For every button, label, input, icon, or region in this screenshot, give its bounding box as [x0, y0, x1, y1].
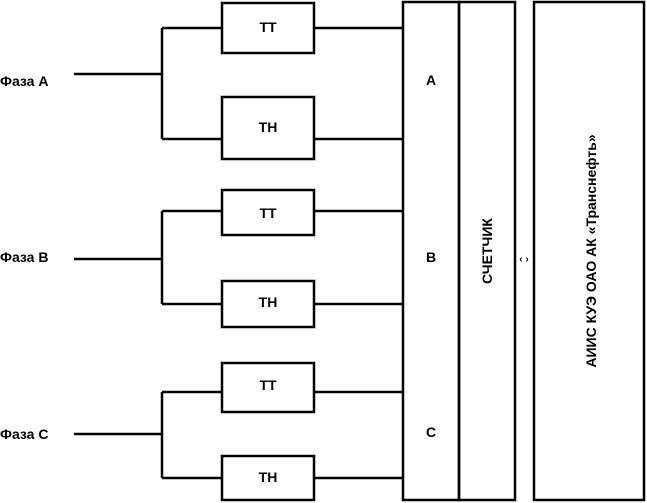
tt-label-phase-a: ТТ: [259, 19, 277, 35]
tn-label-phase-a: ТН: [259, 119, 278, 135]
system-block: [532, 0, 646, 502]
phase-b-label: Фаза В: [0, 249, 48, 265]
tn-box-phase-a: [220, 95, 316, 161]
meter-label: СЧЕТЧИК: [479, 218, 495, 284]
system-label: АИИС КУЭ ОАО АК «Транснефть»: [583, 134, 599, 367]
meter-input-c-label: С: [426, 424, 436, 440]
tn-box-phase-b: [220, 279, 316, 329]
phase-a-wiring: [74, 26, 403, 141]
meter-input-a-label: А: [426, 72, 436, 88]
tt-box-phase-c: [220, 361, 316, 414]
meter-block: [457, 0, 517, 502]
tn-label-phase-c: ТН: [259, 469, 278, 485]
data-link-symbol: ‹ ›: [519, 254, 528, 265]
tn-label-phase-b: ТН: [259, 294, 278, 310]
meter-input-b-label: В: [426, 249, 436, 265]
phase-c-wiring: [74, 390, 403, 480]
phase-b-wiring: [74, 209, 403, 306]
tt-box-phase-a: [220, 1, 316, 55]
tt-label-phase-b: ТТ: [259, 205, 277, 221]
tt-box-phase-b: [220, 188, 316, 237]
tn-box-phase-c: [220, 454, 316, 502]
phase-a-label: Фаза А: [0, 73, 48, 89]
phase-c-label: Фаза С: [0, 426, 48, 442]
tt-label-phase-c: ТТ: [259, 377, 277, 393]
